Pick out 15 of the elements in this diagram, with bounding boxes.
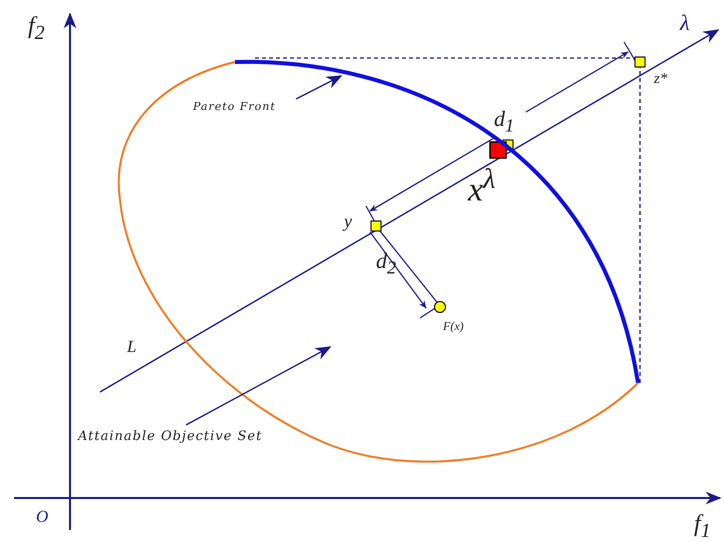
point-label: z* bbox=[654, 72, 668, 87]
axis-label: f$_{2}$ bbox=[28, 14, 45, 43]
region-label: Attainable Objective Set bbox=[78, 430, 262, 443]
curve-label: Pareto Front bbox=[193, 101, 276, 112]
line-label: L bbox=[127, 338, 136, 355]
point-label: y bbox=[344, 212, 352, 230]
origin-label: O bbox=[36, 508, 48, 525]
distance-label: d$_{1}$ bbox=[494, 108, 514, 135]
axis-label: f$_{1}$ bbox=[694, 512, 711, 541]
leader-arrow bbox=[186, 346, 332, 426]
point-label: F(x) bbox=[443, 320, 464, 332]
leader-arrow bbox=[296, 75, 342, 100]
direction-label: λ bbox=[680, 12, 690, 34]
point-label: x$^{λ}$ bbox=[468, 166, 496, 208]
distance-label: d$_{2}$ bbox=[376, 250, 396, 277]
